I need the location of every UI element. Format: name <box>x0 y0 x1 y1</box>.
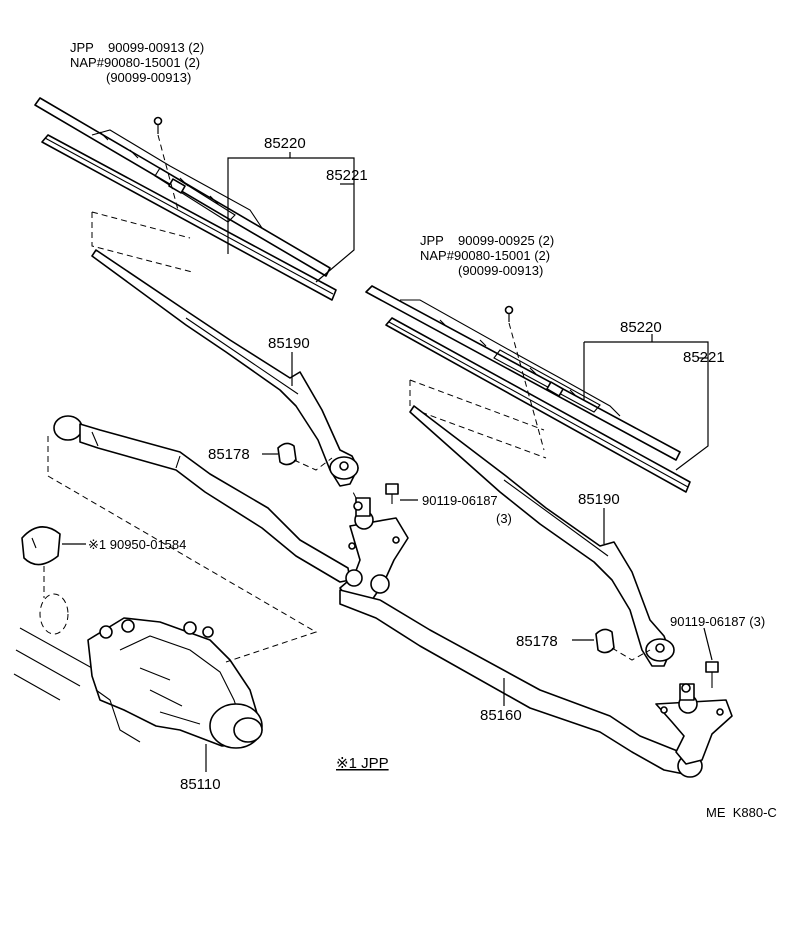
motor-dashed-outline <box>47 436 318 663</box>
pivot-dashed-link <box>351 489 357 499</box>
label-note: ※1 JPP <box>336 755 389 772</box>
leader-bolt-right <box>703 627 713 661</box>
ref-right-line1: JPP 90099-00925 (2) <box>420 233 554 248</box>
left-blade-screw <box>153 116 179 211</box>
label-motor: 85110 <box>180 776 221 793</box>
label-refill-right: 85221 <box>683 349 725 366</box>
center-pivot-bolt <box>385 483 418 504</box>
label-arm-left: 85190 <box>268 335 310 352</box>
label-link: 85160 <box>480 707 522 724</box>
left-cap <box>277 442 333 471</box>
label-cap-right: 85178 <box>516 633 558 650</box>
label-grommet: ※1 90950-01584 <box>88 537 186 552</box>
wiper-motor <box>87 617 263 749</box>
label-arm-right: 85190 <box>578 491 620 508</box>
reference-left: JPP 90099-00913 (2) NAP#90080-15001 (2) … <box>70 40 204 85</box>
left-pivot-assembly <box>339 497 409 605</box>
ref-left-line2: NAP#90080-15001 (2) <box>70 55 200 70</box>
label-refill-left: 85221 <box>326 167 368 184</box>
label-bolt-right: 90119-06187 (3) <box>670 614 765 629</box>
label-cap-left: 85178 <box>208 446 250 463</box>
right-blade-screw <box>504 305 545 451</box>
label-blade-left: 85220 <box>264 135 306 152</box>
right-wiper-blade <box>365 285 691 493</box>
ref-left-line1: JPP 90099-00913 (2) <box>70 40 204 55</box>
right-pivot-bolt <box>705 661 719 688</box>
left-wiper-arm <box>91 249 359 487</box>
label-bolt-center-qty: (3) <box>496 511 512 526</box>
left-linkage-rod <box>53 415 351 583</box>
leader-blade-left <box>227 152 355 283</box>
right-cap <box>595 628 651 661</box>
reference-right: JPP 90099-00925 (2) NAP#90080-15001 (2) … <box>420 233 554 278</box>
ref-left-line3: (90099-00913) <box>106 70 191 85</box>
right-pivot-assembly <box>655 683 733 765</box>
label-blade-right: 85220 <box>620 319 662 336</box>
grommet-cap <box>21 526 61 566</box>
left-blade-dashed-outline <box>91 211 193 273</box>
label-bolt-center: 90119-06187 <box>422 493 498 508</box>
leader-blade-right <box>583 334 709 471</box>
left-wiper-blade <box>34 97 337 301</box>
grommet-hole <box>39 593 69 635</box>
ref-right-line2: NAP#90080-15001 (2) <box>420 248 550 263</box>
ref-right-line3: (90099-00913) <box>458 263 543 278</box>
figure-code: ME K880-C <box>706 805 777 820</box>
right-wiper-arm <box>409 405 675 667</box>
right-blade-dashed-outline <box>409 379 547 459</box>
